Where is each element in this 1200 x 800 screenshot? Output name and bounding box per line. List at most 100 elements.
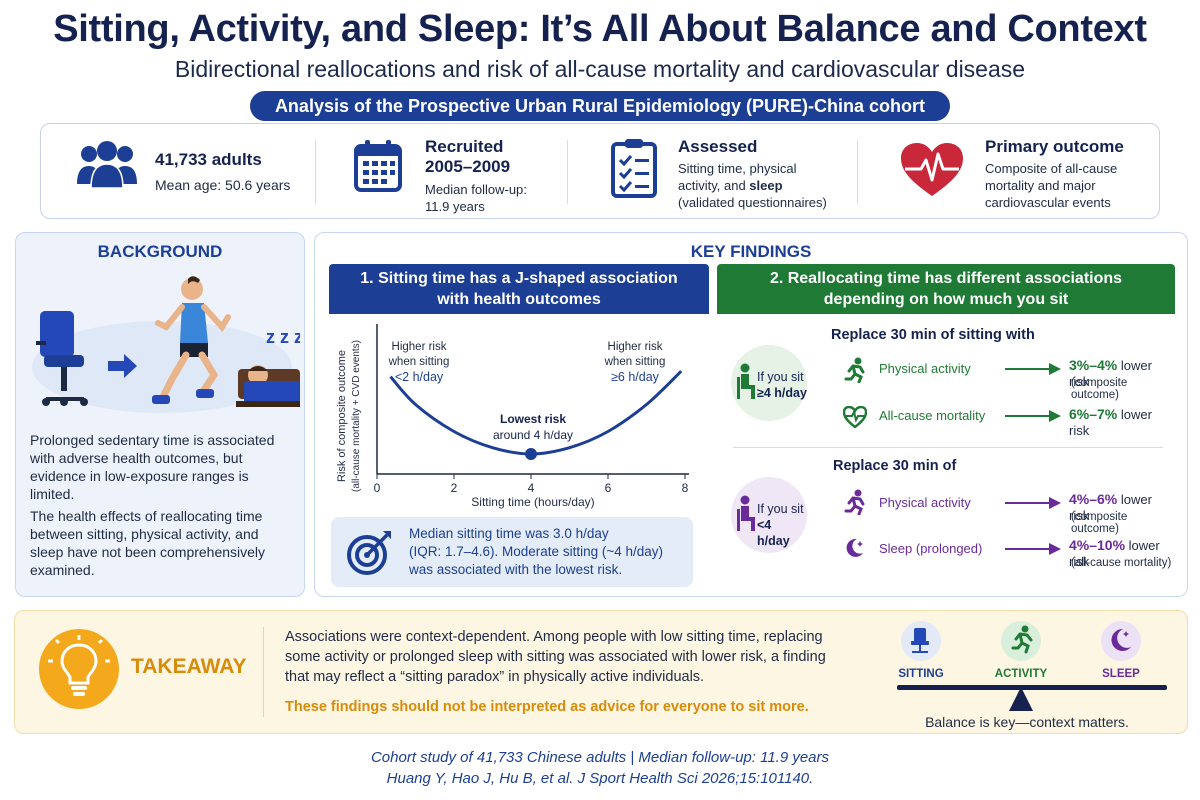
x-tick-label: 0 [374, 481, 381, 495]
key-findings-panel: KEY FINDINGS 1. Sitting time has a J-sha… [314, 232, 1188, 597]
low-row2-note: (all-cause mortality) [1071, 557, 1172, 569]
j-shape-chart: Risk of composite outcome (all-cause mor… [329, 314, 709, 514]
low-row2-label: Sleep (prolonged) [879, 541, 983, 556]
high-row2-label: All-cause mortality [879, 408, 986, 423]
background-heading: BACKGROUND [97, 242, 223, 261]
low-row1-value: 4%–6% lower risk [1069, 491, 1152, 523]
heart-pulse-icon [843, 406, 867, 428]
reallocation-low-sitting: Replace 30 min of If you sit <4 h/day Ph… [717, 453, 1175, 593]
high-row1-value: 3%–4% lower risk [1069, 357, 1152, 389]
low-sitting-title: Replace 30 min of [833, 458, 957, 474]
stat-assessment: Assessed Sitting time, physical activity… [596, 124, 856, 220]
low-sitting-condition: If you sit <4 h/day [757, 502, 804, 548]
high-sitting-circle: If you sit ≥4 h/day [731, 345, 807, 421]
lightbulb-icon [39, 629, 119, 709]
low-row1-label: Physical activity [879, 495, 971, 510]
stat-assessed-line1: Sitting time, physical [678, 161, 797, 176]
takeaway-text: Associations were context-dependent. Amo… [285, 629, 826, 685]
j-shape-chart-svg: Risk of composite outcome (all-cause mor… [336, 324, 689, 509]
bed-sleep-icon [236, 365, 300, 407]
study-stats-bar: 41,733 adults Mean age: 50.6 years Recru… [40, 123, 1160, 219]
stat-participants-count: 41,733 adults [155, 150, 262, 169]
stat-participants: 41,733 adults Mean age: 50.6 years [61, 124, 321, 220]
arrow-right-icon [108, 354, 137, 378]
stat-assessed-label: Assessed [678, 137, 758, 156]
balance-caption: Balance is key—context matters. [925, 714, 1129, 730]
finding-1-header: 1. Sitting time has a J-shaped associati… [329, 264, 709, 314]
background-paragraph-2: The health effects of reallocating time … [30, 508, 266, 578]
running-person-icon [1011, 625, 1033, 654]
balance-fulcrum [1009, 687, 1033, 711]
running-person-icon [844, 357, 865, 383]
median-sitting-callout: Median sitting time was 3.0 h/day (IQR: … [331, 517, 693, 587]
running-person-icon [844, 489, 865, 515]
background-paragraph-1: Prolonged sedentary time is associated w… [30, 432, 275, 502]
left-risk-note-2: when sitting [388, 356, 450, 368]
right-risk-note-2: when sitting [604, 356, 666, 368]
stat-outcome-line3: cardiovascular events [985, 195, 1111, 210]
lowest-risk-note-1: Lowest risk [500, 412, 566, 426]
x-tick-label: 4 [528, 481, 535, 495]
takeaway-label: TAKEAWAY [131, 655, 247, 678]
moon-icon [1111, 628, 1131, 651]
stat-outcome: Primary outcome Composite of all-cause m… [891, 124, 1151, 220]
low-sitting-circle: If you sit <4 h/day [731, 477, 807, 553]
lowest-risk-note-2: around 4 h/day [493, 428, 573, 442]
finding-2-header: 2. Reallocating time has different assoc… [717, 264, 1175, 314]
right-risk-note-3: ≥6 h/day [611, 370, 660, 384]
balance-label-sitting: SITTING [898, 668, 943, 680]
chair-icon [911, 628, 929, 653]
right-risk-note-1: Higher risk [608, 341, 663, 353]
stat-outcome-line1: Composite of all-cause [985, 161, 1118, 176]
balance-scale-illustration: SITTING ACTIVITY SLEEP Balance is key—co… [897, 621, 1167, 730]
x-tick-label: 2 [451, 481, 458, 495]
high-sitting-condition: If you sit ≥4 h/day [757, 370, 807, 400]
stat-mean-age: Mean age: 50.6 years [155, 177, 291, 193]
key-findings-heading: KEY FINDINGS [690, 242, 812, 261]
stat-follow-up-value: 11.9 years [425, 199, 485, 214]
stat-recruited-years: 2005–2009 [425, 157, 511, 176]
left-risk-note-1: Higher risk [392, 341, 447, 353]
running-person-icon [152, 276, 231, 404]
stat-recruited-label: Recruited [425, 137, 504, 156]
median-sitting-text: Median sitting time was 3.0 h/day (IQR: … [409, 526, 663, 577]
sit-run-sleep-illustration: z z z [32, 276, 300, 413]
takeaway-panel: TAKEAWAY Associations were context-depen… [14, 610, 1188, 734]
footer-citation: Huang Y, Hao J, Hu B, et al. J Sport Hea… [386, 770, 814, 787]
target-icon [347, 531, 391, 575]
calendar-icon [354, 140, 402, 192]
stat-outcome-line2: mortality and major [985, 178, 1096, 193]
sitting-person-icon [737, 495, 755, 531]
left-risk-note-3: <2 h/day [395, 370, 444, 384]
page-title: Sitting, Activity, and Sleep: It’s All A… [53, 8, 1147, 50]
stat-follow-up-label: Median follow-up: [425, 182, 527, 197]
y-axis-label-2: (all-cause mortality + CVD events) [351, 340, 362, 492]
balance-beam [897, 685, 1167, 690]
divider [857, 140, 858, 204]
divider [263, 627, 264, 717]
arrow-right-icon [1005, 543, 1061, 555]
moon-icon [846, 538, 863, 557]
arrow-right-icon [1005, 363, 1061, 375]
sitting-person-icon [737, 363, 755, 399]
high-row1-label: Physical activity [879, 361, 971, 376]
low-row2-value: 4%–10% lower risk [1069, 537, 1160, 569]
background-panel: BACKGROUND [15, 232, 305, 597]
page-subtitle: Bidirectional reallocations and risk of … [174, 56, 1026, 82]
stat-assessed-line3: (validated questionnaires) [678, 195, 827, 210]
x-axis-label: Sitting time (hours/day) [471, 495, 594, 509]
study-banner: Analysis of the Prospective Urban Rural … [250, 91, 950, 146]
high-row2-value: 6%–7% lower risk [1069, 406, 1152, 438]
arrow-right-icon [1005, 410, 1061, 422]
y-axis-label: Risk of composite outcome [336, 350, 348, 482]
divider [567, 140, 568, 204]
sleep-zzz-text: z z z [266, 327, 300, 347]
reallocation-high-sitting: Replace 30 min of sitting with If you si… [717, 319, 1175, 443]
checklist-icon [611, 139, 657, 198]
arrow-right-icon [1005, 497, 1061, 509]
people-icon [77, 141, 137, 189]
takeaway-warning: These findings should not be interpreted… [285, 699, 809, 715]
stat-assessed-line2: activity, and sleep [678, 178, 783, 193]
section-divider [733, 447, 1163, 448]
